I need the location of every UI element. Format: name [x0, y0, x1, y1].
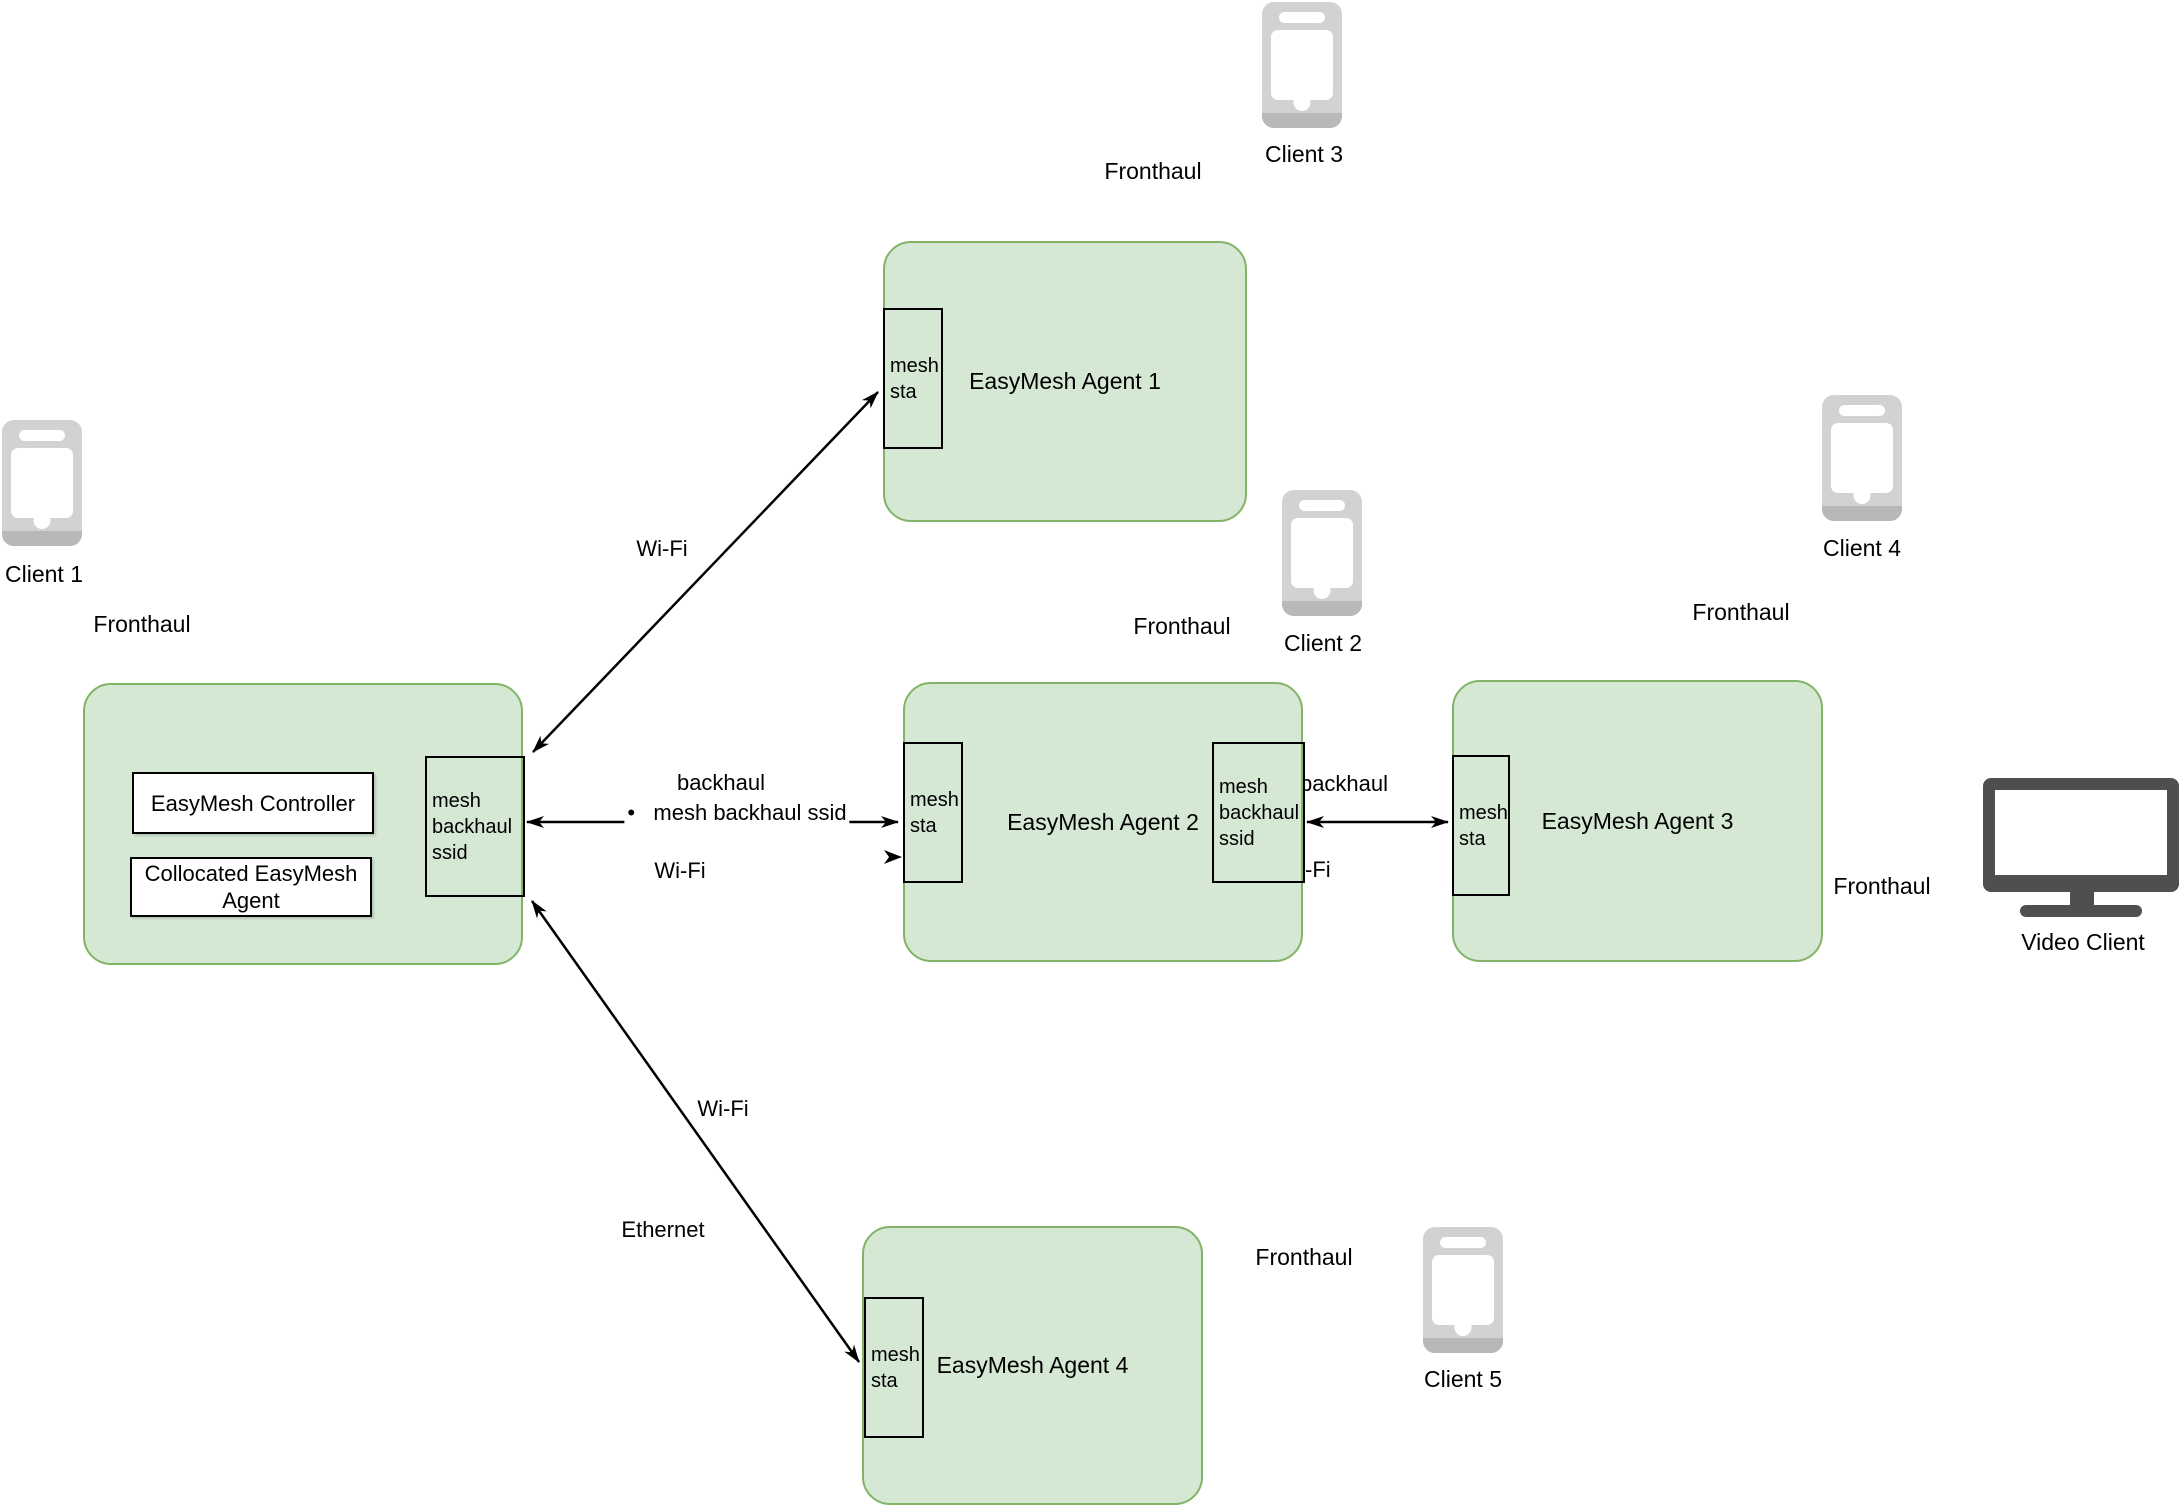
fronthaul-label-agent1: Fronthaul	[1104, 158, 1202, 184]
fronthaul-label-agent4: Fronthaul	[1255, 1244, 1353, 1270]
agent3-port-label: mesh sta	[1459, 801, 1508, 850]
agent4-label: EasyMesh Agent 4	[936, 1352, 1129, 1378]
node-easymesh-agent-1: EasyMesh Agent 1 mesh sta	[883, 241, 1247, 522]
edge-label-ethernet: Ethernet	[618, 1216, 708, 1244]
client-3-phone-icon	[1262, 2, 1342, 128]
client-5-label: Client 5	[1424, 1366, 1502, 1392]
video-client-label: Video Client	[2021, 929, 2145, 955]
edge-label-wifi-agent4: Wi-Fi	[694, 1095, 752, 1123]
client-3-label: Client 3	[1265, 141, 1343, 167]
client-5-phone-icon	[1423, 1227, 1503, 1353]
phone-home-button	[1293, 94, 1311, 111]
monitor-neck	[2070, 890, 2094, 908]
node-easymesh-agent-3: EasyMesh Agent 3 mesh sta	[1452, 680, 1823, 962]
agent1-port-mesh-sta: mesh sta	[883, 308, 943, 449]
agent1-port-label: mesh sta	[890, 354, 939, 403]
agent2-port-right-label: mesh backhaul ssid	[1219, 775, 1300, 850]
phone-speaker	[19, 430, 65, 441]
node-easymesh-agent-2: EasyMesh Agent 2 mesh sta mesh backhaul …	[903, 682, 1305, 962]
edge-label-mesh-backhaul-ssid: • mesh backhaul ssid	[624, 799, 850, 827]
phone-screen	[1831, 423, 1893, 493]
phone-home-button	[1853, 487, 1871, 504]
node-easymesh-controller: EasyMesh Controller Collocated EasyMesh …	[83, 683, 525, 965]
phone-screen	[1291, 518, 1353, 588]
phone-speaker	[1440, 1237, 1486, 1248]
monitor-base	[2020, 905, 2142, 917]
wifi-arrowhead-agent2	[884, 850, 902, 864]
edge-controller-agent1	[532, 391, 879, 753]
collocated-agent-label: Collocated EasyMesh Agent	[144, 861, 358, 913]
agent3-port-mesh-sta: mesh sta	[1452, 755, 1510, 896]
phone-speaker	[1299, 500, 1345, 511]
client-2-label: Client 2	[1284, 630, 1362, 656]
fronthaul-label-agent3: Fronthaul	[1833, 873, 1931, 899]
agent3-label: EasyMesh Agent 3	[1541, 807, 1734, 834]
client-2-phone-icon	[1282, 490, 1362, 616]
fronthaul-label-client1: Fronthaul	[93, 611, 191, 637]
agent2-port-mesh-sta: mesh sta	[903, 742, 963, 883]
agent2-port-mesh-backhaul-ssid: mesh backhaul ssid	[1212, 742, 1305, 883]
phone-home-button	[1313, 582, 1331, 599]
phone-screen	[11, 448, 73, 518]
edge-label-wifi-agent1: Wi-Fi	[633, 535, 691, 563]
controller-title: EasyMesh Controller	[150, 790, 356, 816]
agent2-port-left-label: mesh sta	[910, 788, 959, 837]
phone-home-button	[33, 512, 51, 529]
fronthaul-label-client4: Fronthaul	[1692, 599, 1790, 625]
controller-port-label: mesh backhaul ssid	[432, 789, 513, 864]
monitor-screen	[1995, 790, 2167, 875]
controller-title-box: EasyMesh Controller	[132, 772, 374, 834]
client-4-phone-icon	[1822, 395, 1902, 521]
client-4-label: Client 4	[1823, 535, 1901, 561]
collocated-agent-box: Collocated EasyMesh Agent	[130, 857, 372, 917]
agent2-label: EasyMesh Agent 2	[1007, 808, 1199, 835]
fronthaul-label-agent2: Fronthaul	[1133, 613, 1231, 639]
phone-band	[2, 531, 82, 546]
phone-band	[1282, 601, 1362, 616]
client-1-phone-icon	[2, 420, 82, 546]
phone-band	[1822, 506, 1902, 521]
edge-label-backhaul-right: backhaul	[1296, 770, 1392, 798]
edge-controller-agent4	[530, 900, 861, 1363]
edge-label-backhaul-mid: backhaul	[673, 769, 769, 797]
agent4-port-mesh-sta: mesh sta	[864, 1297, 924, 1438]
video-client-monitor-icon	[1983, 778, 2179, 918]
client-1-label: Client 1	[5, 561, 83, 587]
controller-port-mesh-backhaul-ssid: mesh backhaul ssid	[425, 756, 525, 897]
phone-screen	[1432, 1255, 1494, 1325]
phone-home-button	[1454, 1319, 1472, 1336]
phone-speaker	[1839, 405, 1885, 416]
agent4-port-label: mesh sta	[871, 1343, 920, 1392]
edge-label-wifi-mid: Wi-Fi	[651, 857, 709, 885]
phone-band	[1423, 1338, 1503, 1353]
phone-band	[1262, 113, 1342, 128]
node-easymesh-agent-4: EasyMesh Agent 4 mesh sta	[862, 1226, 1203, 1505]
agent1-label: EasyMesh Agent 1	[969, 368, 1161, 394]
phone-screen	[1271, 30, 1333, 100]
phone-speaker	[1279, 12, 1325, 23]
